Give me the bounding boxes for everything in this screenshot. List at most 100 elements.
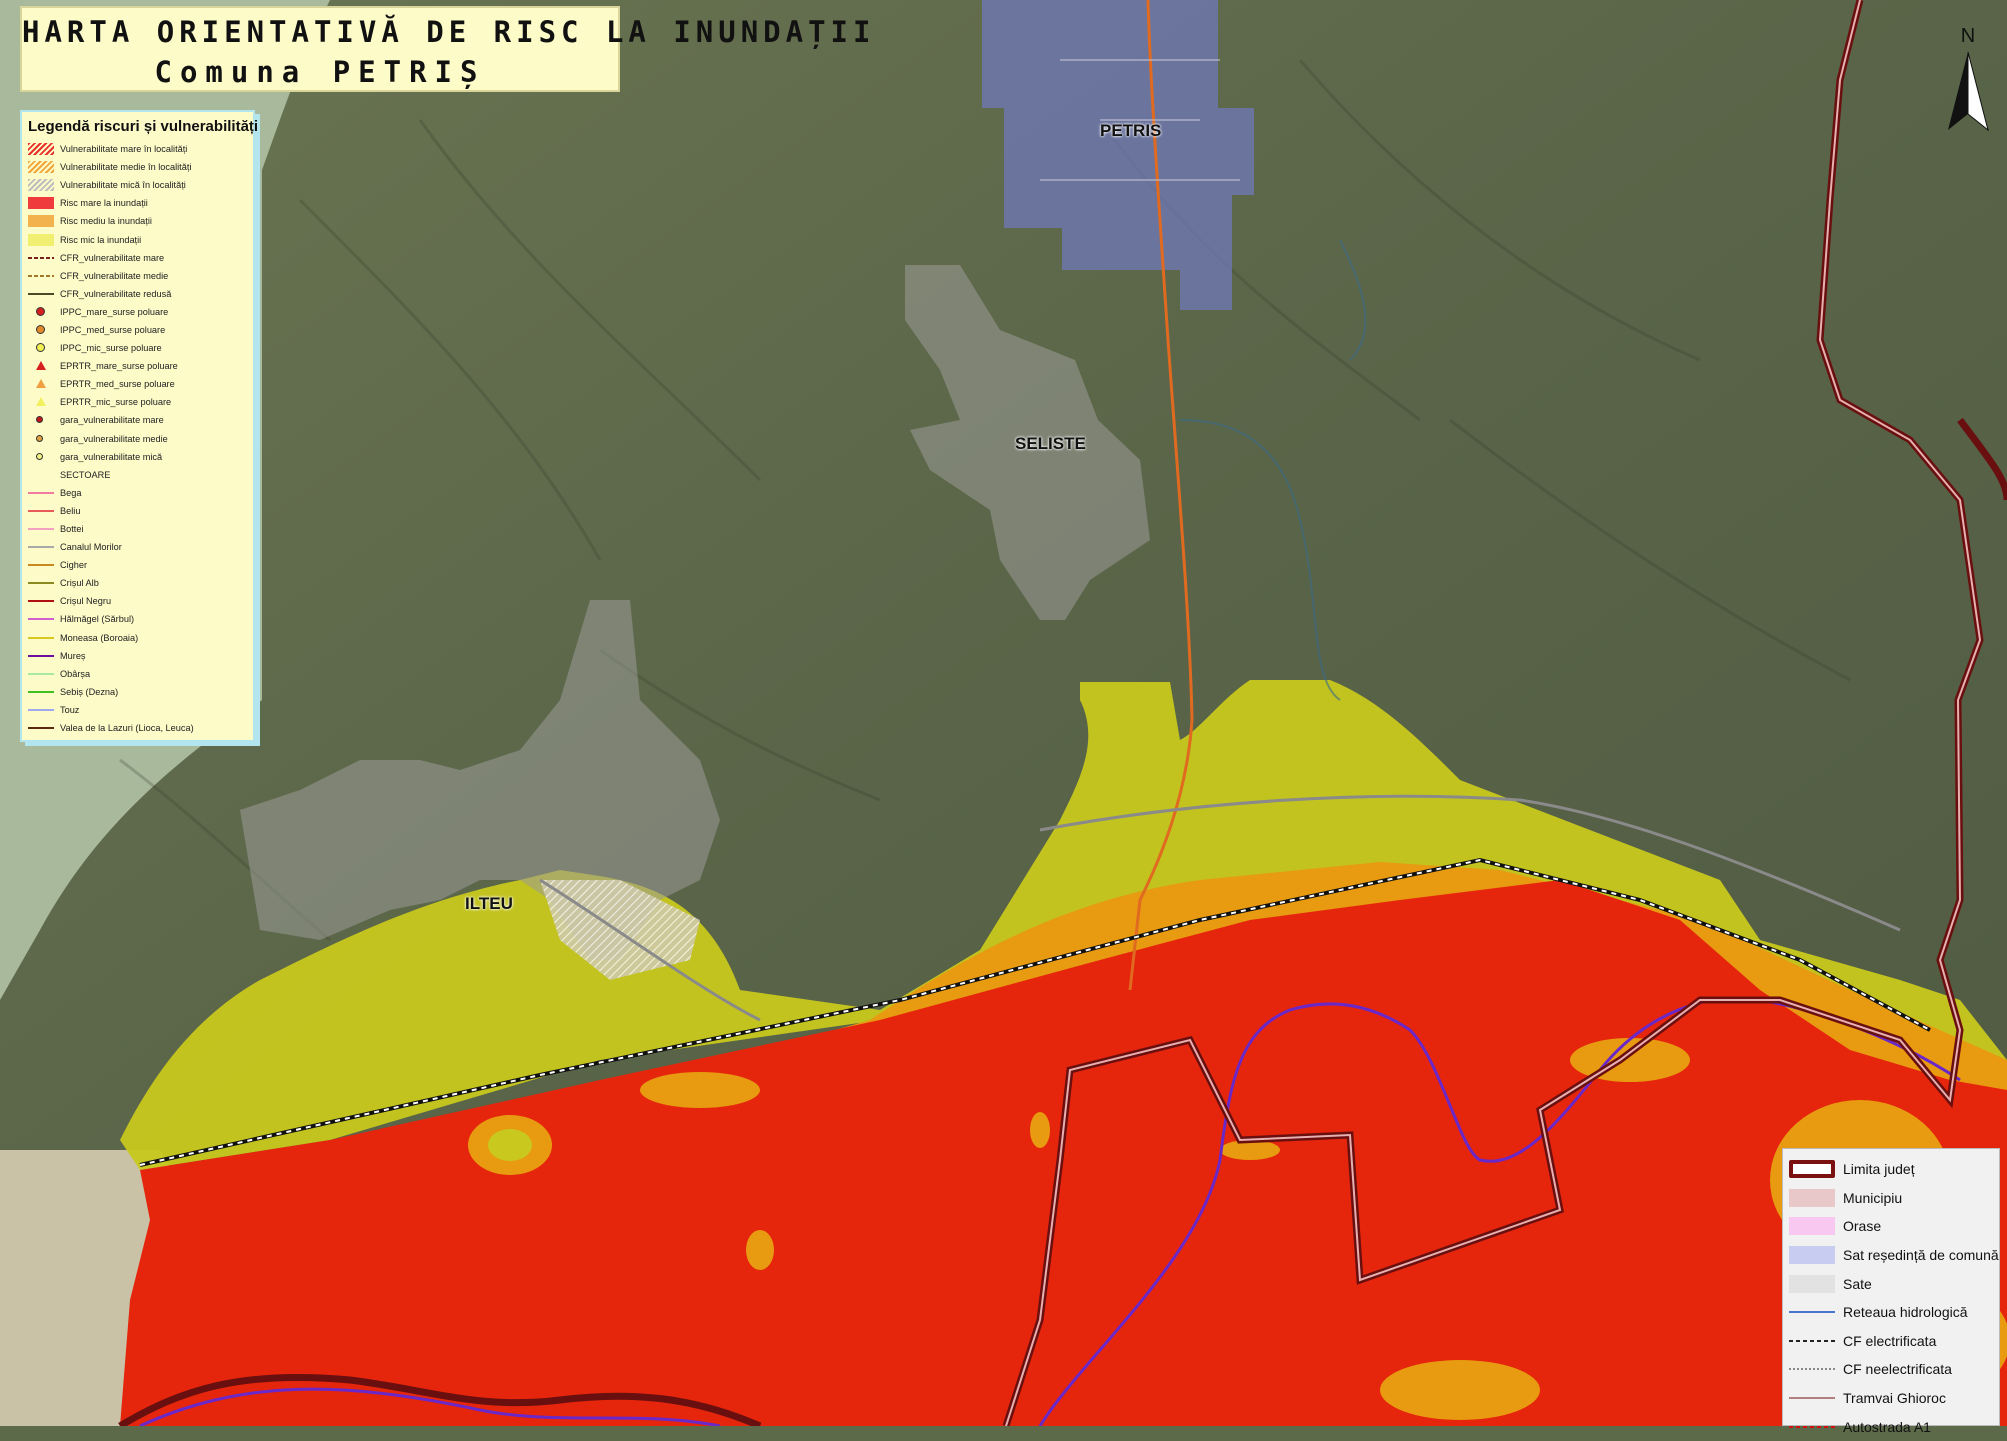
legend-symbol xyxy=(28,360,54,372)
legend-item-ippc-mic-surse-poluare: IPPC_mic_surse poluare xyxy=(28,339,249,357)
legend-item-risc-mare-la-inundatii: Risc mare la inundații xyxy=(28,194,249,212)
legend-item-touz: Touz xyxy=(28,701,249,719)
legend-item-canalul-morilor: Canalul Morilor xyxy=(28,538,249,556)
legend-symbol xyxy=(28,324,54,336)
legend-symbol xyxy=(28,161,54,174)
legend-item-label: Vulnerabilitate medie în localități xyxy=(60,162,192,173)
legend-symbol xyxy=(28,288,54,300)
legend2-item-sate: Sate xyxy=(1789,1269,1999,1298)
legend-symbol xyxy=(28,143,54,156)
legend-item-label: EPRTR_mic_surse poluare xyxy=(60,397,172,408)
legend-symbol xyxy=(28,559,54,571)
legend-item-vulnerabilitate-mica-in-localitati: Vulnerabilitate mică în localități xyxy=(28,176,249,194)
legend-item-sebis-dezna: Sebiș (Dezna) xyxy=(28,683,249,701)
stream xyxy=(1179,239,1367,701)
legend-symbol xyxy=(28,233,54,246)
risk-low-patch xyxy=(488,1129,532,1161)
legend2-item-cf-neelectrificata: CF neelectrificata xyxy=(1789,1355,1999,1384)
legend-item-eprtr-med-surse-poluare: EPRTR_med_surse poluare xyxy=(28,375,249,393)
place-label-petris: PETRIS xyxy=(1100,121,1162,140)
legend-item-obarsa: Obârșa xyxy=(28,665,249,683)
legend-symbol xyxy=(28,433,54,445)
legend-item-label: Crișul Alb xyxy=(60,578,99,589)
legend-item-label: CFR_vulnerabilitate mare xyxy=(60,252,165,263)
legend2-item-label: Sate xyxy=(1843,1275,1872,1292)
legend-item-halmagel-sarbul: Hălmăgel (Sărbul) xyxy=(28,610,249,628)
legend-item-vulnerabilitate-medie-in-localitati: Vulnerabilitate medie în localități xyxy=(28,158,249,176)
legend-symbol xyxy=(28,650,54,662)
legend-item-label: Risc mic la inundații xyxy=(60,234,142,245)
legend-item-label: Sebiș (Dezna) xyxy=(60,686,119,697)
village-petris-area xyxy=(982,0,1254,310)
legend-item-gara-vulnerabilitate-mica: gara_vulnerabilitate mică xyxy=(28,448,249,466)
legend-symbol xyxy=(28,613,54,625)
legend-item-label: EPRTR_med_surse poluare xyxy=(60,379,175,390)
legend-item-crisul-negru: Crișul Negru xyxy=(28,592,249,610)
map-subtitle: Comuna PETRIȘ xyxy=(154,55,486,89)
place-label-ilteu: ILTEU xyxy=(465,894,513,913)
legend-item-label: CFR_vulnerabilitate medie xyxy=(60,270,169,281)
legend-item-cfr-vulnerabilitate-mare: CFR_vulnerabilitate mare xyxy=(28,249,249,267)
legend-item-label: IPPC_mare_surse poluare xyxy=(60,306,169,317)
legend2-item-sat-resedinta-de-comuna: Sat reședință de comună xyxy=(1789,1241,1999,1270)
legend-item-label: Bega xyxy=(60,487,82,498)
legend-item-label: Touz xyxy=(60,704,80,715)
legend-symbol xyxy=(28,252,54,264)
legend2-item-municipiu: Municipiu xyxy=(1789,1184,1999,1213)
legend-item-label: Obârșa xyxy=(60,668,91,679)
legend2-item-label: Orase xyxy=(1843,1218,1882,1235)
legend-symbol xyxy=(1789,1389,1835,1407)
legend-item-label: Vulnerabilitate mare în localități xyxy=(60,144,188,155)
legend-symbol xyxy=(28,469,54,481)
legend-symbol xyxy=(28,668,54,680)
legend-item-label: Moneasa (Boroaia) xyxy=(60,632,139,643)
legend-item-label: EPRTR_mare_surse poluare xyxy=(60,361,178,372)
legend-item-mures: Mureș xyxy=(28,647,249,665)
legend-symbol xyxy=(28,722,54,734)
legend-item-ippc-mare-surse-poluare: IPPC_mare_surse poluare xyxy=(28,303,249,321)
legend-symbol xyxy=(1789,1217,1835,1236)
legend-symbol xyxy=(1789,1246,1835,1265)
legend-item-label: Vulnerabilitate mică în localități xyxy=(60,180,186,191)
legend-item-label: SECTOARE xyxy=(60,469,111,480)
legend-item-label: IPPC_mic_surse poluare xyxy=(60,343,162,354)
legend-item-label: Crișul Negru xyxy=(60,596,112,607)
north-arrow-icon: N xyxy=(1948,25,1989,132)
road-dn79a xyxy=(1128,0,1194,991)
legend-item-cigher: Cigher xyxy=(28,556,249,574)
legend2-item-label: Sat reședință de comună xyxy=(1843,1247,1999,1264)
svg-text:N: N xyxy=(1961,25,1975,47)
legend-item-label: Cigher xyxy=(60,560,88,571)
legend-symbol xyxy=(28,270,54,282)
legend2-item-limita-judet: Limita județ xyxy=(1789,1155,1999,1184)
legend-symbol xyxy=(1789,1360,1835,1378)
place-label-seliste: SELISTE xyxy=(1015,434,1086,453)
legend-item-vulnerabilitate-mare-in-localitati: Vulnerabilitate mare în localități xyxy=(28,140,249,158)
legend-symbol xyxy=(1789,1160,1835,1179)
legend2-item-reteaua-hidrologica: Reteaua hidrologică xyxy=(1789,1298,1999,1327)
legend-risks: Legendă riscuri și vulnerabilități Vulne… xyxy=(20,110,258,742)
legend-item-bottei: Bottei xyxy=(28,520,249,538)
legend-item-label: Valea de la Lazuri (Lioca, Leuca) xyxy=(60,723,194,734)
legend-symbol xyxy=(1789,1332,1835,1350)
legend-item-crisul-alb: Crișul Alb xyxy=(28,574,249,592)
legend-symbol xyxy=(1789,1274,1835,1293)
village-ilteu-area xyxy=(240,600,720,960)
legend-item-label: Risc mediu la inundații xyxy=(60,216,152,227)
legend-symbol xyxy=(1789,1303,1835,1321)
legend-symbol xyxy=(28,686,54,698)
legend-symbol xyxy=(28,342,54,354)
legend-symbol xyxy=(28,704,54,716)
legend-item-gara-vulnerabilitate-mare: gara_vulnerabilitate mare xyxy=(28,411,249,429)
legend-item-eprtr-mic-surse-poluare: EPRTR_mic_surse poluare xyxy=(28,393,249,411)
legend-item-label: IPPC_med_surse poluare xyxy=(60,324,166,335)
legend-symbol xyxy=(28,215,54,228)
legend-symbol xyxy=(28,396,54,408)
legend-item-label: gara_vulnerabilitate mică xyxy=(60,451,163,462)
legend-symbol xyxy=(28,632,54,644)
legend-symbol xyxy=(28,541,54,553)
legend-symbol xyxy=(28,523,54,535)
legend-item-label: Risc mare la inundații xyxy=(60,198,148,209)
